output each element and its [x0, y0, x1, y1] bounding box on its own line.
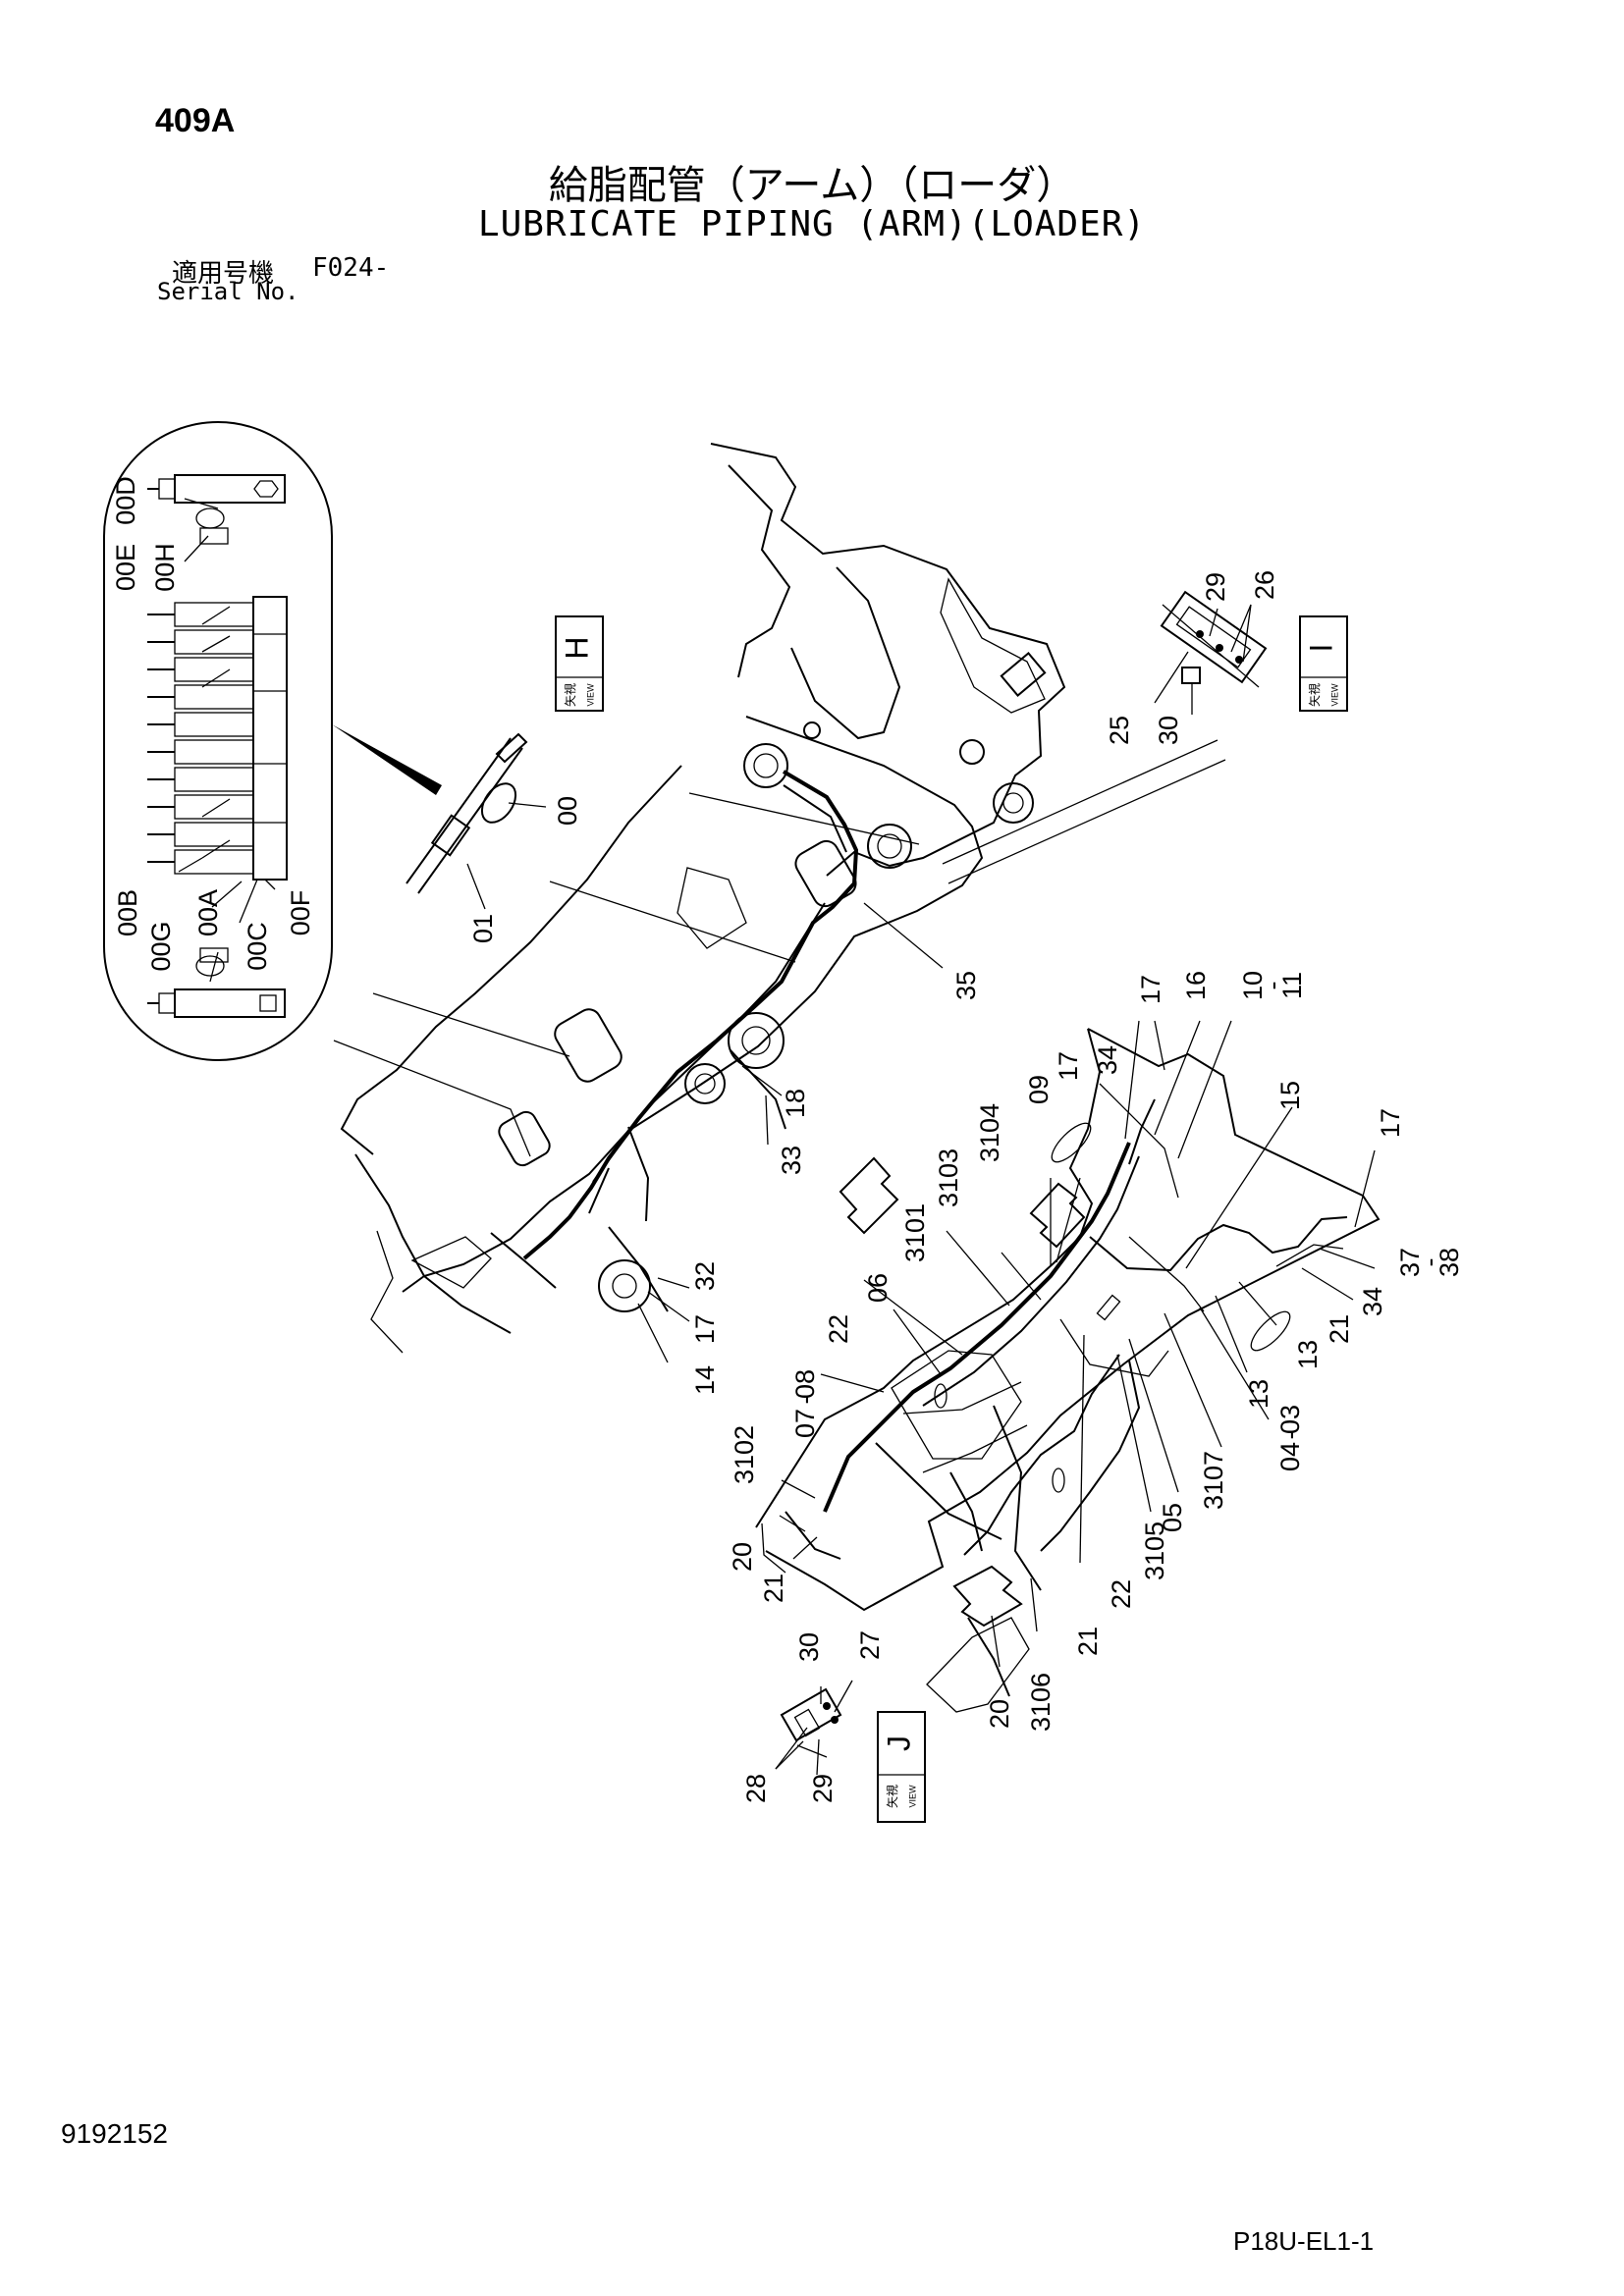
- callouts-detail-j: 30 27 28 29: [741, 1630, 885, 1803]
- callout: 11: [1277, 972, 1307, 999]
- callout: -: [1258, 982, 1287, 990]
- callout: -: [1415, 1258, 1444, 1267]
- callout: 04: [1275, 1442, 1305, 1471]
- view-arrow-h: [1029, 1182, 1086, 1249]
- callout: 22: [1107, 1579, 1136, 1609]
- callouts-inset: 00D 00E 00H 00B 00G 00A 00C 00F: [111, 476, 315, 971]
- view-label-i: I 矢視 VIEW: [1299, 615, 1348, 712]
- page-number: 409A: [155, 102, 236, 139]
- callout: 3103: [934, 1148, 963, 1207]
- callout: 16: [1181, 971, 1211, 1000]
- callout: 00D: [111, 476, 140, 525]
- callout: 10: [1238, 971, 1268, 1000]
- callout: 34: [1093, 1045, 1122, 1075]
- svg-text:VIEW: VIEW: [585, 683, 595, 707]
- callout: 21: [1073, 1627, 1103, 1656]
- svg-text:矢視: 矢視: [1307, 683, 1322, 707]
- callout: 29: [1201, 572, 1230, 602]
- callout: 30: [1154, 716, 1183, 745]
- svg-text:矢視: 矢視: [885, 1785, 899, 1808]
- callout: 21: [1325, 1314, 1354, 1344]
- callout: 00C: [243, 922, 272, 971]
- callout: 3102: [730, 1425, 759, 1484]
- callout: 38: [1435, 1248, 1464, 1277]
- callout: 17: [1054, 1051, 1083, 1081]
- callout: 00G: [146, 921, 176, 971]
- svg-text:矢視: 矢視: [563, 683, 577, 707]
- inset-distributor-detail: [103, 421, 333, 1061]
- callout: 17: [690, 1314, 720, 1344]
- view-label-h: H 矢視 VIEW: [555, 615, 604, 712]
- svg-text:VIEW: VIEW: [1329, 683, 1339, 707]
- callout: 00E: [111, 544, 140, 591]
- view-arrow-i: [839, 1156, 899, 1235]
- svg-text:J: J: [881, 1735, 916, 1751]
- title-english: LUBRICATE PIPING (ARM)(LOADER): [477, 204, 1147, 244]
- callout: 28: [741, 1774, 771, 1803]
- view-label-j: J 矢視 VIEW: [877, 1711, 926, 1823]
- callout: 3101: [900, 1203, 930, 1262]
- callout: 29: [808, 1774, 838, 1803]
- callout: 13: [1244, 1379, 1273, 1409]
- callout: 25: [1105, 716, 1134, 745]
- drawing-id: 9192152: [61, 2118, 169, 2149]
- detail-h-valve: [406, 732, 547, 910]
- svg-text:H: H: [559, 636, 594, 659]
- callout: 37: [1395, 1248, 1425, 1277]
- callout: 22: [824, 1314, 853, 1344]
- detail-i-clamp: [1154, 590, 1268, 715]
- callout: 34: [1358, 1287, 1387, 1316]
- callout: 3105: [1140, 1522, 1169, 1580]
- callout: 26: [1250, 570, 1279, 600]
- callout: 09: [1024, 1075, 1054, 1104]
- callout: 33: [777, 1146, 806, 1175]
- callout: 21: [759, 1574, 788, 1603]
- svg-text:I: I: [1303, 644, 1338, 653]
- callouts-detail-h: 00 01: [468, 796, 582, 943]
- callout: 17: [1376, 1108, 1405, 1138]
- lower-lines-view: [755, 1020, 1380, 1713]
- callout: 01: [468, 914, 498, 943]
- inset-pointer: [332, 724, 442, 795]
- callout: 32: [690, 1261, 720, 1291]
- loader-arm-assembly: [333, 443, 1226, 1363]
- callout: 07: [790, 1409, 820, 1438]
- callouts-detail-i: 29 26 25 30: [1105, 570, 1279, 745]
- callout: 05: [1158, 1503, 1187, 1532]
- callout: 30: [794, 1632, 824, 1662]
- callout: 18: [781, 1089, 810, 1118]
- callout: 00B: [113, 889, 142, 936]
- callout: -: [790, 1396, 820, 1405]
- callout: 15: [1275, 1081, 1305, 1110]
- callout: 13: [1293, 1340, 1323, 1369]
- serial-label-japanese: 適用号機: [172, 259, 275, 289]
- title-japanese: 給脂配管（アーム）（ローダ）: [548, 163, 1076, 208]
- callout: 00F: [286, 890, 315, 936]
- callout: -: [1275, 1431, 1305, 1440]
- callout: 3106: [1026, 1673, 1056, 1732]
- callout: 20: [985, 1699, 1014, 1729]
- callout: 00H: [150, 543, 180, 592]
- serial-value: F024-: [312, 253, 390, 283]
- callout: 08: [790, 1369, 820, 1399]
- callout: 3104: [975, 1103, 1004, 1162]
- callout: 17: [1136, 975, 1165, 1004]
- callout: 35: [951, 971, 981, 1000]
- callout: 3107: [1199, 1451, 1228, 1510]
- view-arrow-j: [952, 1565, 1023, 1628]
- sheet-code: P18U-EL1-1: [1233, 2226, 1375, 2256]
- callout: 20: [728, 1542, 757, 1572]
- callout: 27: [855, 1630, 885, 1660]
- callout: 00A: [193, 889, 223, 936]
- callout: 00: [553, 796, 582, 826]
- callouts-main: 35 18 33 32 17 14 17 16 10 - 11 34 17 09…: [690, 971, 1464, 1732]
- callout: 06: [863, 1273, 893, 1303]
- detail-j-clamp: [775, 1680, 853, 1776]
- serial-label-english: Serial No.: [157, 278, 299, 305]
- callout: 14: [690, 1365, 720, 1395]
- svg-text:VIEW: VIEW: [907, 1785, 917, 1808]
- callout: 03: [1275, 1405, 1305, 1434]
